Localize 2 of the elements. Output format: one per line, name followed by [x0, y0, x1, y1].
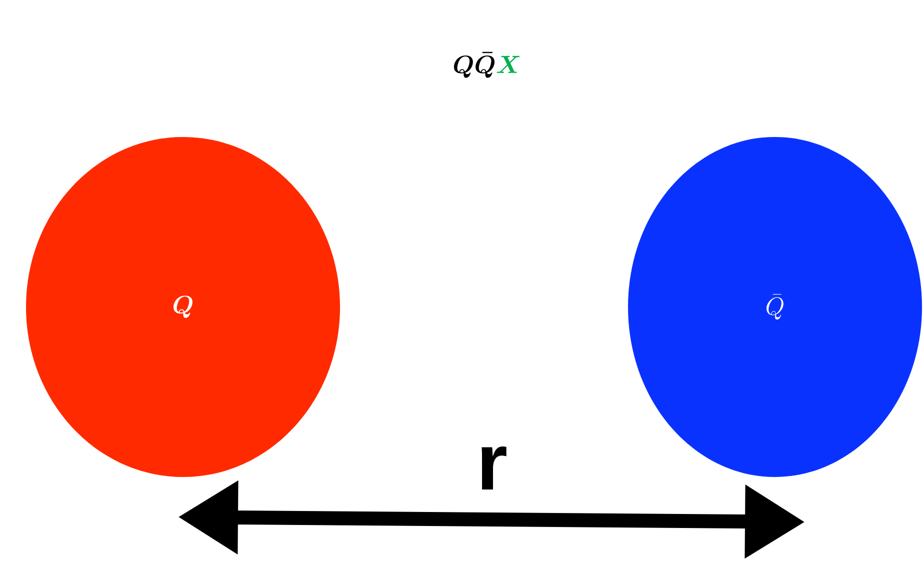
distance-label: r	[474, 444, 510, 492]
title: $Q\bar{Q}{\color[HTML]{00B050}X}$	[454, 52, 520, 78]
